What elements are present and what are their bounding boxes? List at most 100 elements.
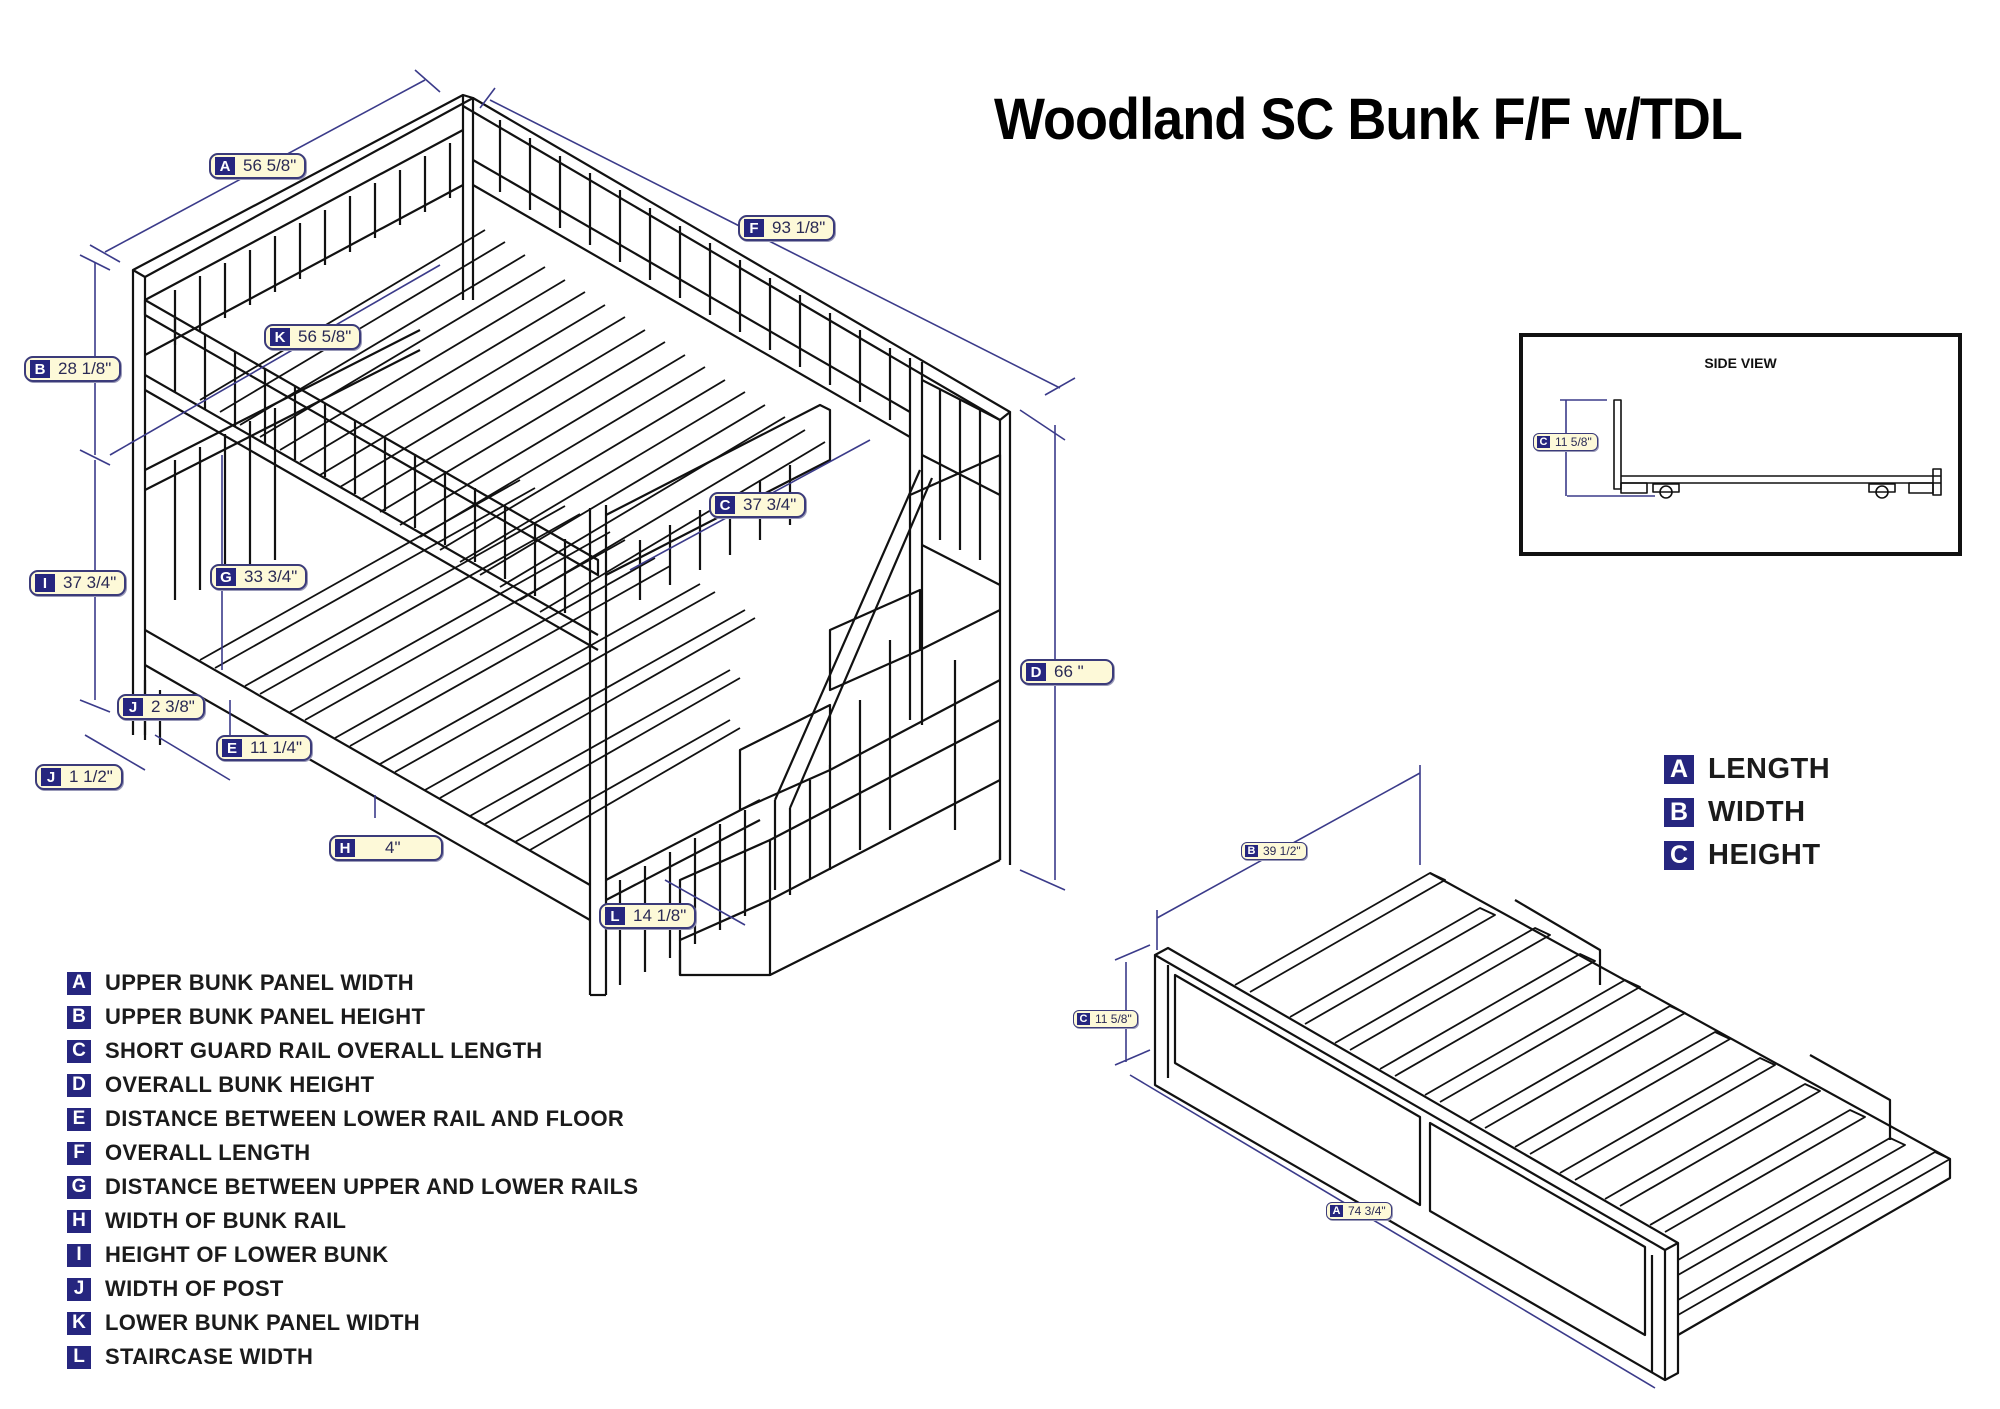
trundle-legend-item: B WIDTH bbox=[1664, 791, 1830, 834]
dimension-value: 4" bbox=[385, 838, 401, 857]
back-right-post bbox=[908, 358, 924, 725]
letter-badge: K bbox=[270, 328, 290, 346]
dimension-value: 37 3/4" bbox=[63, 573, 117, 592]
dimension-value: 56 5/8" bbox=[298, 327, 352, 346]
dimension-value: 39 1/2" bbox=[1263, 844, 1301, 858]
letter-badge: C bbox=[67, 1039, 91, 1063]
upper-bunk-slats bbox=[199, 229, 826, 613]
side-view-title: SIDE VIEW bbox=[1704, 355, 1777, 371]
legend-item: C SHORT GUARD RAIL OVERALL LENGTH bbox=[67, 1034, 638, 1068]
lower-bunk-slats bbox=[199, 479, 756, 851]
letter-badge: H bbox=[67, 1209, 91, 1233]
letter-badge: A bbox=[1330, 1205, 1343, 1217]
letter-badge: B bbox=[1245, 845, 1258, 857]
dimension-value: 37 3/4" bbox=[743, 495, 797, 514]
letter-badge: J bbox=[41, 768, 61, 786]
dimension-callout-e: E 11 1/4" bbox=[216, 735, 313, 761]
trundle-drawing bbox=[1153, 872, 1952, 1382]
legend-label: LENGTH bbox=[1708, 753, 1831, 785]
letter-badge: C bbox=[1077, 1013, 1090, 1025]
lower-front-slats bbox=[605, 799, 761, 985]
dimension-callout-f: F 93 1/8" bbox=[738, 215, 836, 241]
back-long-rail bbox=[462, 97, 1012, 422]
legend-label: HEIGHT OF LOWER BUNK bbox=[105, 1242, 389, 1267]
legend-item: I HEIGHT OF LOWER BUNK bbox=[67, 1238, 638, 1272]
side-view-height-callout: C 11 5/8" bbox=[1533, 433, 1598, 451]
letter-badge: I bbox=[67, 1243, 91, 1267]
letter-badge: B bbox=[67, 1005, 91, 1029]
legend-label: UPPER BUNK PANEL WIDTH bbox=[105, 970, 414, 995]
front-guard-rail-slats bbox=[173, 318, 567, 613]
legend-item: E DISTANCE BETWEEN LOWER RAIL AND FLOOR bbox=[67, 1102, 638, 1136]
letter-badge: D bbox=[1026, 663, 1046, 681]
letter-badge: J bbox=[67, 1277, 91, 1301]
dimension-value: 11 5/8" bbox=[1555, 435, 1592, 449]
back-left-post bbox=[461, 95, 475, 300]
letter-badge: C bbox=[715, 496, 735, 514]
legend-label: DISTANCE BETWEEN LOWER RAIL AND FLOOR bbox=[105, 1106, 625, 1131]
legend-item: D OVERALL BUNK HEIGHT bbox=[67, 1068, 638, 1102]
letter-badge: K bbox=[67, 1311, 91, 1335]
legend-label: OVERALL BUNK HEIGHT bbox=[105, 1072, 375, 1097]
legend-label: WIDTH OF POST bbox=[105, 1276, 284, 1301]
letter-badge: A bbox=[215, 157, 235, 175]
dimension-value: 1 1/2" bbox=[69, 767, 113, 786]
letter-badge: E bbox=[222, 739, 242, 757]
dimension-value: 56 5/8" bbox=[243, 156, 297, 175]
letter-badge: F bbox=[67, 1141, 91, 1165]
upper-head-rail bbox=[131, 93, 475, 279]
legend-label: SHORT GUARD RAIL OVERALL LENGTH bbox=[105, 1038, 543, 1063]
dimension-value: 2 3/8" bbox=[151, 697, 195, 716]
letter-badge: A bbox=[1664, 755, 1694, 784]
front-guard-rail bbox=[143, 298, 600, 577]
legend-item: A UPPER BUNK PANEL WIDTH bbox=[67, 966, 638, 1000]
letter-badge: B bbox=[30, 360, 50, 378]
letter-badge: C bbox=[1537, 436, 1550, 448]
letter-badge: G bbox=[216, 568, 236, 586]
letter-badge: F bbox=[744, 219, 764, 237]
letter-badge: B bbox=[1664, 798, 1694, 827]
dim-line-f bbox=[489, 99, 1061, 389]
legend-label: OVERALL LENGTH bbox=[105, 1140, 311, 1165]
legend-item: H WIDTH OF BUNK RAIL bbox=[67, 1204, 638, 1238]
dimension-callout-l: L 14 1/8" bbox=[599, 903, 697, 929]
dimension-value: 74 3/4" bbox=[1348, 1204, 1386, 1218]
dimension-callout-i: I 37 3/4" bbox=[29, 570, 127, 596]
front-right-post-upper bbox=[998, 412, 1012, 865]
legend-item: F OVERALL LENGTH bbox=[67, 1136, 638, 1170]
dimension-callout-g: G 33 3/4" bbox=[210, 564, 308, 590]
legend-label: WIDTH OF BUNK RAIL bbox=[105, 1208, 347, 1233]
letter-badge: A bbox=[67, 971, 91, 995]
side-view-panel: SIDE VIEW bbox=[1519, 333, 1962, 556]
letter-badge: L bbox=[67, 1345, 91, 1369]
product-title: Woodland SC Bunk F/F w/TDL bbox=[994, 87, 1743, 152]
back-rail-slats bbox=[498, 120, 892, 420]
letter-badge: D bbox=[67, 1073, 91, 1097]
dimension-callout-d: D 66 " bbox=[1020, 659, 1114, 685]
dimension-value: 66 " bbox=[1054, 662, 1084, 681]
legend-item: J WIDTH OF POST bbox=[67, 1272, 638, 1306]
lower-side-rail bbox=[144, 629, 591, 921]
dimension-callout-h: H 4" bbox=[329, 835, 443, 861]
letter-badge: L bbox=[605, 907, 625, 925]
dimension-value: 28 1/8" bbox=[58, 359, 112, 378]
trundle-legend-item: A LENGTH bbox=[1664, 748, 1830, 791]
letter-badge: E bbox=[67, 1107, 91, 1131]
dimension-value: 11 5/8" bbox=[1095, 1012, 1132, 1026]
staircase bbox=[678, 453, 1002, 977]
side-view-drawing bbox=[1613, 399, 1942, 499]
front-left-post bbox=[131, 270, 147, 740]
dimension-callout-b: B 28 1/8" bbox=[24, 356, 122, 382]
dimension-callout-j-post: J 2 3/8" bbox=[117, 694, 205, 720]
stair-handrail bbox=[773, 469, 934, 895]
dimension-value: 11 1/4" bbox=[250, 738, 303, 757]
dimension-value: 33 3/4" bbox=[244, 567, 298, 586]
legend-label: WIDTH bbox=[1708, 796, 1806, 828]
legend-label: DISTANCE BETWEEN UPPER AND LOWER RAILS bbox=[105, 1174, 639, 1199]
dimension-callout-k: K 56 5/8" bbox=[264, 324, 362, 350]
trundle-width-callout: B 39 1/2" bbox=[1241, 842, 1307, 860]
